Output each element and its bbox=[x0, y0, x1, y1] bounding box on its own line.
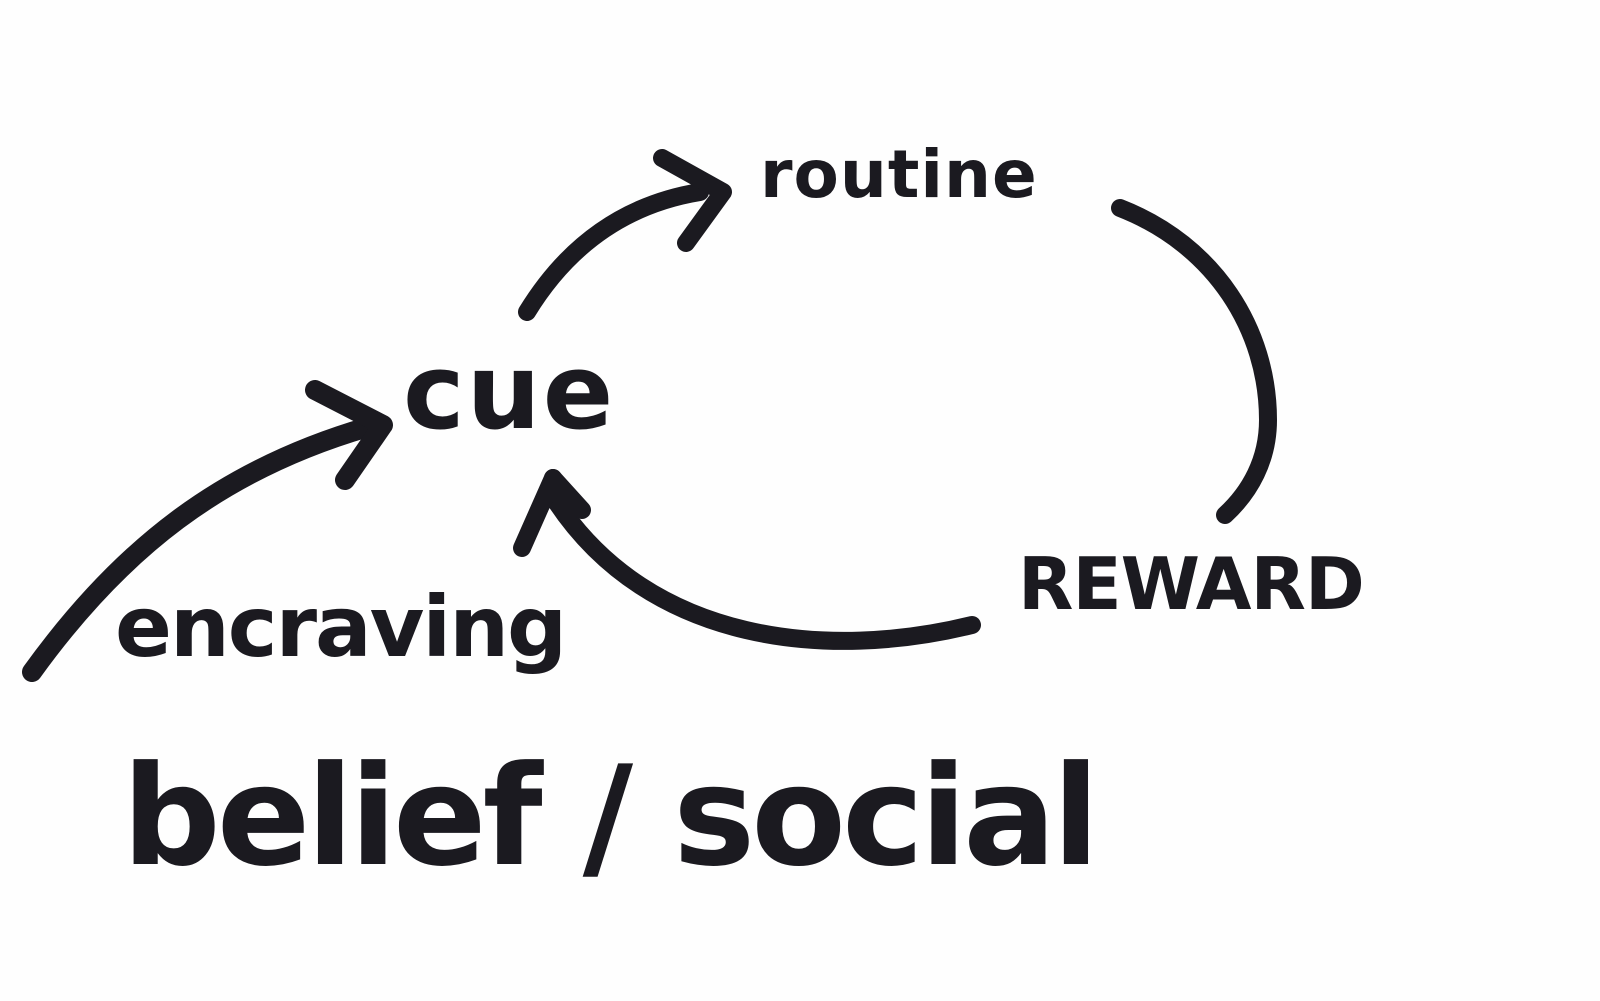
arrowhead-cue-from-craving bbox=[305, 380, 393, 490]
node-cue: cue bbox=[403, 331, 616, 453]
arrow-cue-to-routine bbox=[518, 183, 709, 321]
arrow-craving-to-cue bbox=[22, 417, 378, 682]
arc-routine-to-reward bbox=[1111, 199, 1277, 524]
node-routine: routine bbox=[760, 136, 1038, 213]
node-reward: REWARD bbox=[1018, 542, 1365, 626]
node-craving: encraving bbox=[115, 578, 567, 676]
arrowhead-cue-from-reward-tail bbox=[513, 469, 562, 557]
arrow-reward-to-cue bbox=[546, 491, 981, 650]
node-belief-social: belief / social bbox=[122, 736, 1100, 897]
arrowhead-routine bbox=[653, 149, 732, 252]
